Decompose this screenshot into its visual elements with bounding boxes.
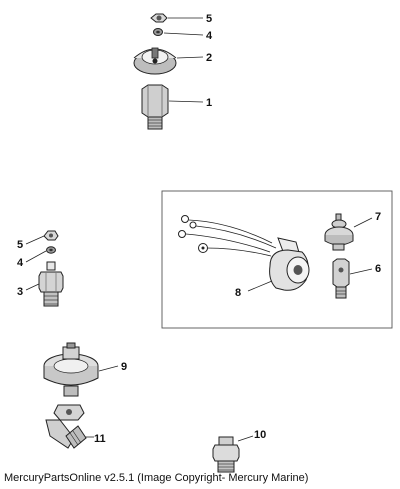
washer-part-4-top: [153, 28, 163, 36]
copyright-caption: MercuryPartsOnline v2.5.1 (Image Copyrig…: [4, 472, 309, 484]
sender-part-7: [324, 213, 354, 251]
kit-frame: [161, 190, 393, 329]
callout-5-left: 5: [17, 239, 23, 251]
sender-part-9: [43, 342, 99, 397]
callout-4-top: 4: [206, 30, 213, 42]
callout-5-top: 5: [206, 13, 212, 25]
solenoid-part-8: [269, 237, 310, 291]
sender-part-2: [133, 47, 177, 75]
callout-1: 1: [206, 97, 212, 109]
callout-7: 7: [375, 211, 381, 223]
elbow-fitting-part-11: [45, 404, 87, 449]
callout-3: 3: [17, 286, 23, 298]
adapter-part-6: [332, 258, 350, 299]
wire-harness: [178, 215, 277, 257]
washer-part-4-left: [46, 246, 56, 254]
sender-part-3: [38, 261, 64, 307]
adapter-part-1: [141, 84, 169, 130]
callout-11: 11: [94, 433, 106, 445]
callout-10: 10: [254, 429, 266, 441]
nut-part-5-top: [150, 13, 168, 23]
fitting-part-10: [212, 436, 240, 473]
callout-9: 9: [121, 361, 127, 373]
callout-2: 2: [206, 52, 212, 64]
callout-8: 8: [235, 287, 241, 299]
callout-4-left: 4: [17, 257, 24, 269]
callout-6: 6: [375, 263, 381, 275]
nut-part-5-left: [43, 230, 59, 241]
